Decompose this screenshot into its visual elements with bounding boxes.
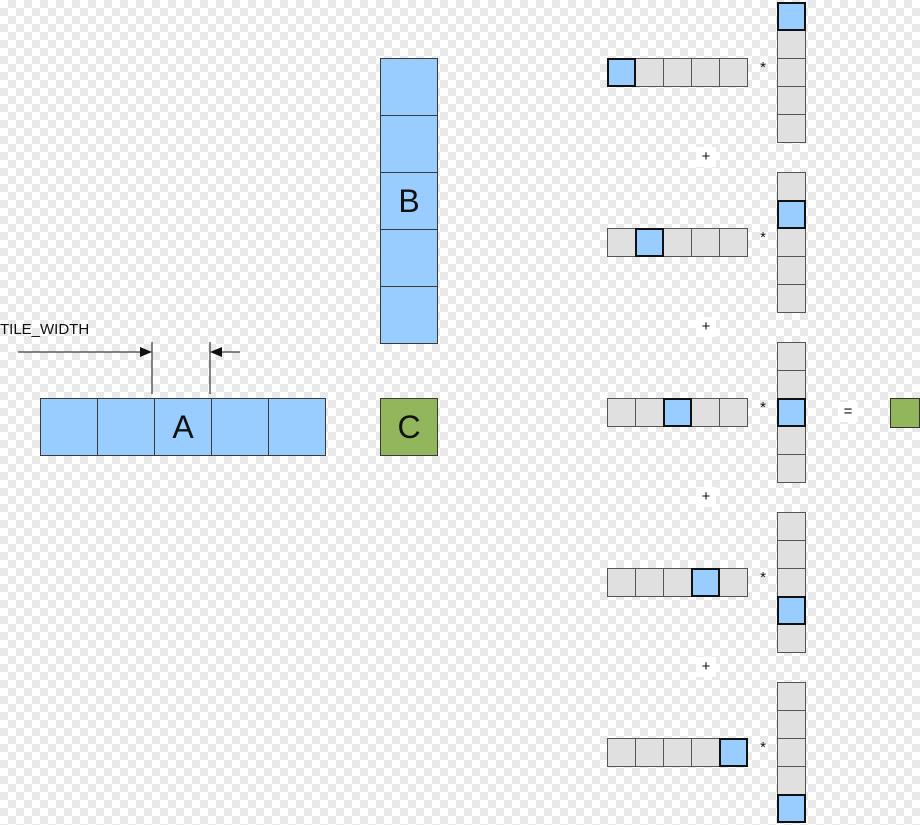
tile-width-label: TILE_WIDTH — [0, 321, 90, 338]
column-b-cell — [380, 115, 438, 173]
step-row-cell-highlighted — [719, 738, 748, 767]
step-row-cell-highlighted — [635, 228, 664, 257]
row-a-cell — [268, 398, 326, 456]
equals-operator: = — [838, 402, 858, 422]
step-column-cell — [777, 30, 806, 59]
step-row-cell — [719, 568, 748, 597]
plus-operator: + — [696, 657, 716, 677]
step-column-cell — [777, 568, 806, 597]
step-column-cell — [777, 370, 806, 399]
result-cell — [890, 398, 920, 428]
row-a-cell: A — [154, 398, 212, 456]
multiply-operator: * — [760, 739, 766, 756]
step-row-cell — [635, 58, 664, 87]
step-row-cell — [635, 568, 664, 597]
multiply-operator: * — [760, 399, 766, 416]
multiply-operator: * — [760, 229, 766, 246]
step-column-cell-highlighted — [777, 2, 806, 31]
column-b-label: B — [398, 182, 420, 219]
step-row-cell-highlighted — [663, 398, 692, 427]
step-column-cell — [777, 172, 806, 201]
result-tile-c: C — [380, 398, 438, 456]
step-column-cell — [777, 114, 806, 143]
step-column-cell — [777, 512, 806, 541]
step-column-cell-highlighted — [777, 596, 806, 625]
step-column-cell — [777, 454, 806, 483]
step-column-cell — [777, 58, 806, 87]
step-column-cell — [777, 342, 806, 371]
step-row-cell — [607, 738, 636, 767]
step-row-cell — [719, 398, 748, 427]
step-row-cell — [691, 738, 720, 767]
step-row-cell — [663, 228, 692, 257]
column-b-cell — [380, 58, 438, 116]
step-column-cell — [777, 228, 806, 257]
step-column-cell-highlighted — [777, 200, 806, 229]
step-row-cell — [663, 568, 692, 597]
multiply-operator: * — [760, 59, 766, 76]
step-column-cell — [777, 738, 806, 767]
step-row-cell — [607, 228, 636, 257]
step-row-cell — [691, 398, 720, 427]
row-a-cell — [40, 398, 98, 456]
step-column-cell-highlighted — [777, 398, 806, 427]
column-b-cell — [380, 229, 438, 287]
row-a-cell — [97, 398, 155, 456]
step-row-cell — [719, 228, 748, 257]
step-row-cell — [691, 58, 720, 87]
step-column-cell — [777, 682, 806, 711]
step-column-cell — [777, 86, 806, 115]
plus-operator: + — [696, 487, 716, 507]
step-column-cell — [777, 766, 806, 795]
step-row-cell — [635, 738, 664, 767]
step-column-cell — [777, 256, 806, 285]
step-row-cell — [635, 398, 664, 427]
step-column-cell — [777, 540, 806, 569]
column-b-cell — [380, 286, 438, 344]
row-a-label: A — [172, 408, 194, 445]
step-column-cell — [777, 284, 806, 313]
row-a-cell — [211, 398, 269, 456]
step-column-cell — [777, 710, 806, 739]
step-row-cell — [719, 58, 748, 87]
step-row-cell — [607, 398, 636, 427]
step-column-cell — [777, 624, 806, 653]
step-row-cell — [663, 58, 692, 87]
plus-operator: + — [696, 147, 716, 167]
step-column-cell — [777, 426, 806, 455]
step-column-cell-highlighted — [777, 794, 806, 823]
plus-operator: + — [696, 317, 716, 337]
step-row-cell — [691, 228, 720, 257]
step-row-cell — [607, 568, 636, 597]
step-row-cell-highlighted — [607, 58, 636, 87]
multiply-operator: * — [760, 569, 766, 586]
result-tile-c-label: C — [397, 408, 421, 445]
column-b-cell: B — [380, 172, 438, 230]
step-row-cell-highlighted — [691, 568, 720, 597]
step-row-cell — [663, 738, 692, 767]
